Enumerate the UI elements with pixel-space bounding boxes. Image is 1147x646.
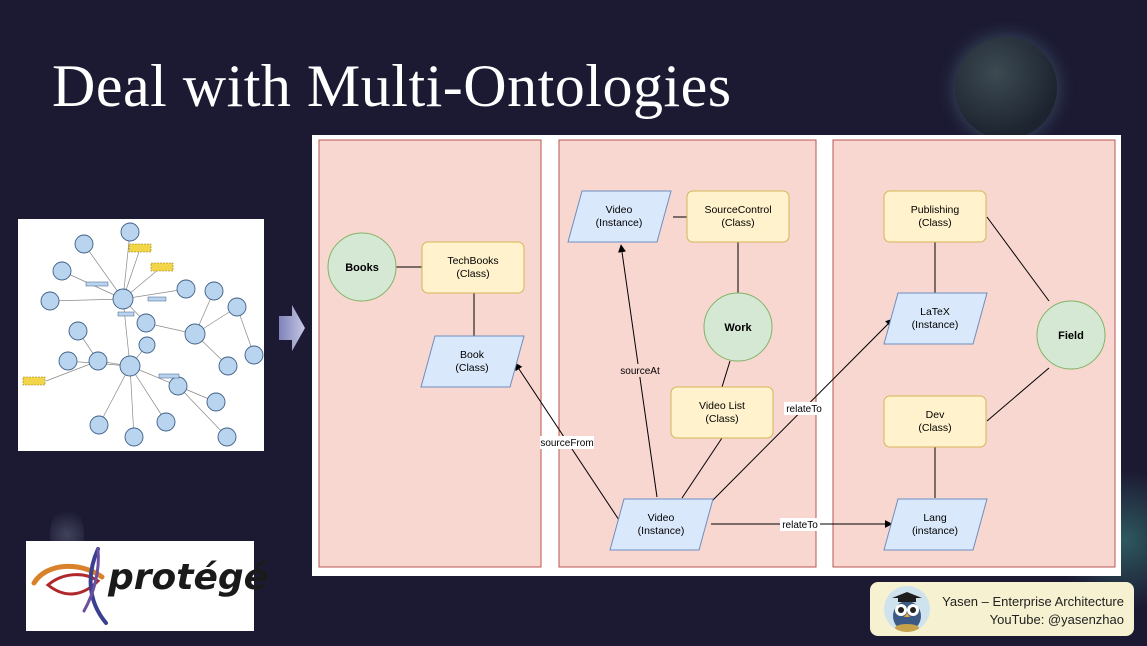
channel-name: Yasen – Enterprise Architecture: [942, 594, 1124, 609]
edge-label-source-at: sourceAt: [620, 366, 660, 377]
books-concept-node: [327, 232, 397, 302]
channel-badge: Yasen – Enterprise Architecture YouTube:…: [870, 582, 1134, 636]
book-type: (Class): [455, 362, 488, 374]
owl-icon: [892, 592, 922, 632]
right-arrow-icon: [279, 305, 305, 351]
video-top-type: (Instance): [596, 217, 643, 229]
latex-type: (Instance): [912, 319, 959, 331]
sourcecontrol-name: SourceControl: [704, 204, 771, 216]
sourcecontrol-class-node: [686, 190, 790, 243]
work-concept-node: [703, 292, 773, 362]
protege-logo-mark-icon: [31, 547, 108, 625]
work-node-label: Work: [724, 322, 752, 334]
dev-type: (Class): [918, 422, 951, 434]
edge-publishing-field: [986, 216, 1050, 302]
edge-label-relate-to-lang: relateTo: [782, 520, 818, 531]
lang-instance-node: [883, 498, 988, 551]
protege-wordmark: protégé: [108, 557, 269, 598]
video-top-name: Video: [606, 204, 633, 216]
sourcecontrol-type: (Class): [721, 217, 754, 229]
ontology-diagram: sourceFrom sourceAt relateTo relateTo Bo…: [312, 135, 1121, 576]
lang-name: Lang: [923, 512, 947, 524]
field-node-label: Field: [1058, 330, 1084, 342]
video-bottom-name: Video: [648, 512, 675, 524]
publishing-type: (Class): [918, 217, 951, 229]
edge-work-videolist: [721, 360, 731, 388]
videolist-name: Video List: [699, 400, 745, 412]
ontology-diagram-canvas: sourceFrom sourceAt relateTo relateTo Bo…: [318, 139, 1116, 568]
ontology-graph-thumbnail: [18, 219, 264, 451]
decorative-orb: [955, 37, 1057, 139]
ontology-graph-image: [22, 222, 264, 447]
book-class-node: [420, 335, 525, 388]
videolist-type: (Class): [705, 413, 738, 425]
techbooks-name: TechBooks: [447, 255, 498, 267]
edge-videolist-video: [681, 437, 723, 499]
books-node-label: Books: [345, 262, 379, 274]
slide-title: Deal with Multi-Ontologies: [52, 53, 732, 119]
lang-type: (instance): [912, 525, 958, 537]
book-name: Book: [460, 349, 485, 361]
edge-field-dev: [986, 367, 1050, 422]
dev-class-node: [883, 395, 987, 448]
publishing-name: Publishing: [911, 204, 960, 216]
edge-label-relate-to-latex: relateTo: [786, 404, 822, 415]
techbooks-type: (Class): [456, 268, 489, 280]
video-instance-node-bottom: [609, 498, 714, 551]
video-bottom-type: (Instance): [638, 525, 685, 537]
latex-instance-node: [883, 292, 988, 345]
publishing-class-node: [883, 190, 987, 243]
videolist-class-node: [670, 386, 774, 439]
video-instance-node-top: [567, 190, 672, 243]
latex-name: LaTeX: [920, 306, 950, 318]
channel-handle: YouTube: @yasenzhao: [989, 612, 1124, 627]
protege-logo: protégé: [26, 541, 268, 631]
field-concept-node: [1036, 300, 1106, 370]
owl-avatar: [884, 586, 930, 632]
edge-label-source-from: sourceFrom: [540, 438, 593, 449]
techbooks-class-node: [421, 241, 525, 294]
dev-name: Dev: [926, 409, 945, 421]
